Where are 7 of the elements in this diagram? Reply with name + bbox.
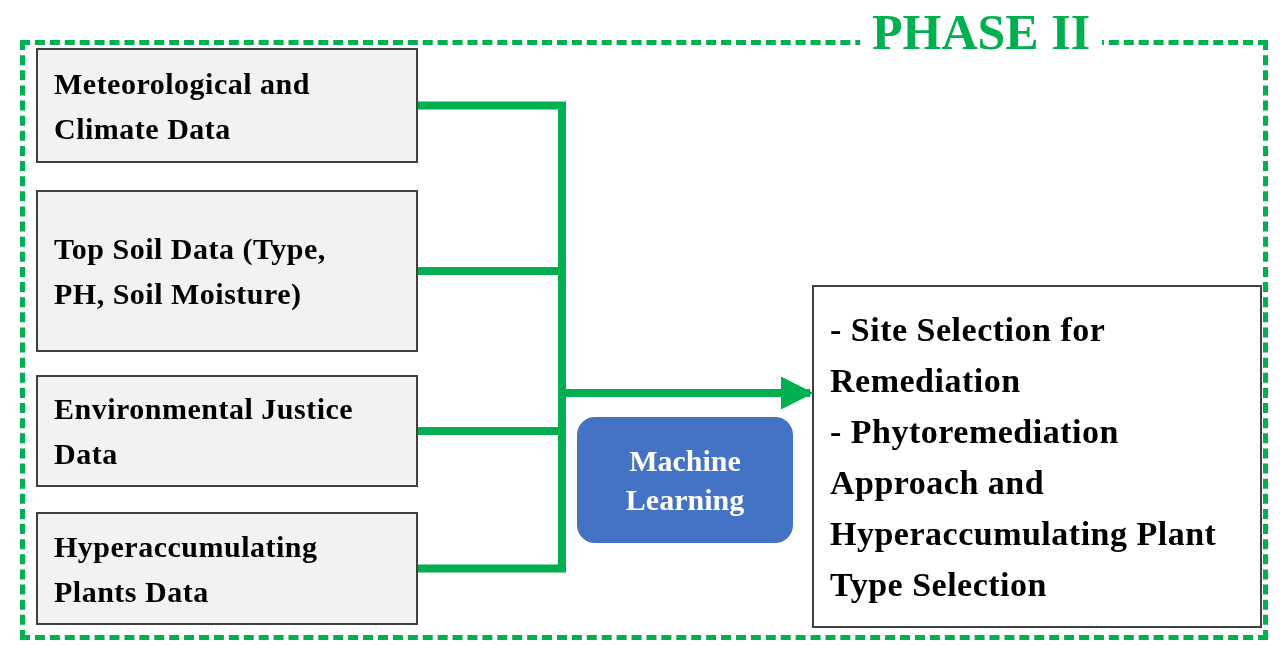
arrow: [418, 377, 814, 573]
rounded-box: Machine Learning: [577, 417, 793, 543]
process-box: - Site Selection for Remediation - Phytoremediation Approach and Hyperaccumulating Plant Type Selection: [812, 285, 1262, 628]
process-box: Environmental Justice Data: [36, 375, 418, 487]
process-box: Meteorological and Climate Data: [36, 48, 418, 163]
process-box: Hyperaccumulating Plants Data: [36, 512, 418, 625]
process-box: Top Soil Data (Type, PH, Soil Moisture): [36, 190, 418, 352]
